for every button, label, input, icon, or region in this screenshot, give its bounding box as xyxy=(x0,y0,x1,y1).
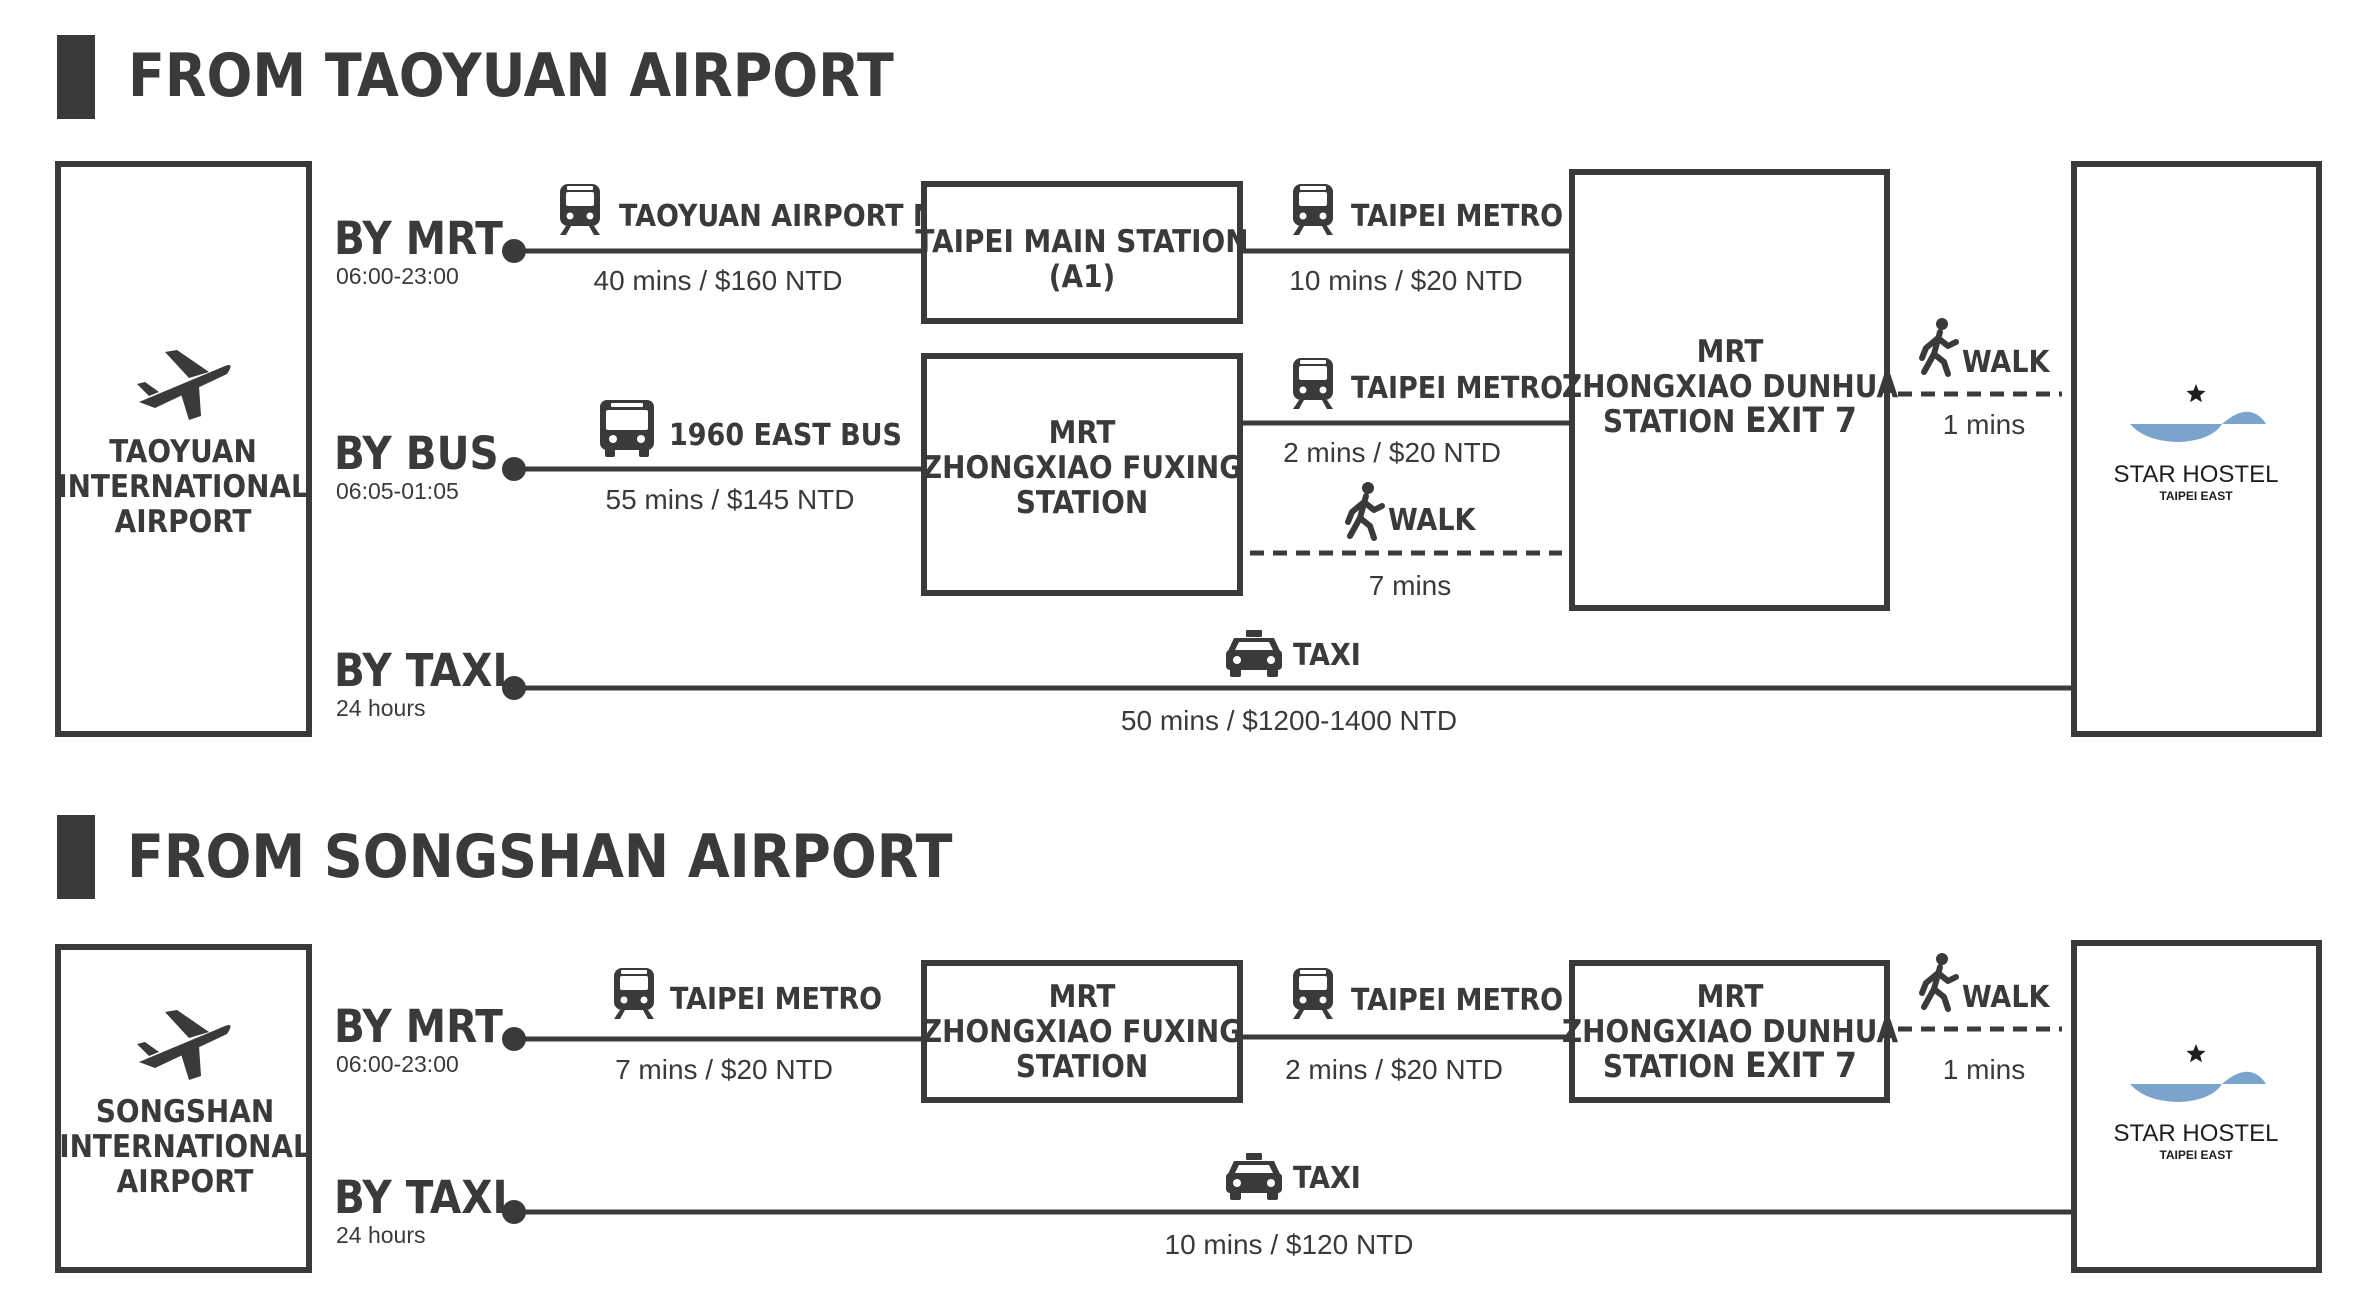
station-name-line: STATION xyxy=(1016,485,1148,521)
segment-detail: 1 mins xyxy=(1943,409,2025,440)
segment-detail: 7 mins / $20 NTD xyxy=(615,1054,833,1085)
route-hours-bus: 06:05-01:05 xyxy=(336,478,459,504)
segment-detail: 55 mins / $145 NTD xyxy=(606,484,855,515)
station-name-line: TAIPEI MAIN STATION xyxy=(915,224,1248,260)
station-name-line: ZHONGXIAO FUXING xyxy=(922,450,1242,486)
segment-label: TAIPEI METRO xyxy=(1351,983,1563,1018)
taoyuan-section: FROM TAOYUAN AIRPORT TAOYUAN INTERNATION… xyxy=(55,35,2322,737)
station-word: STATION xyxy=(1603,404,1745,440)
segment-label: TAXI xyxy=(1293,638,1361,673)
route-mode-mrt: BY MRT xyxy=(334,1000,503,1053)
station-name-line: ZHONGXIAO DUNHUA xyxy=(1562,1014,1899,1050)
station-name-line: STATION EXIT 7 xyxy=(1603,1046,1857,1086)
taxi-icon xyxy=(1226,1153,1282,1200)
route-mode-bus: BY BUS xyxy=(334,427,499,480)
segment-detail: 7 mins xyxy=(1369,570,1451,601)
taxi-icon xyxy=(1226,630,1282,677)
train-icon xyxy=(560,184,600,235)
route-mode-taxi: BY TAXI xyxy=(334,1171,508,1224)
hostel-subtitle: TAIPEI EAST xyxy=(2159,1148,2233,1162)
airport-name-line: TAOYUAN xyxy=(109,434,257,470)
station-box-zhongxiao-dunhua xyxy=(1569,169,1890,611)
bus-icon xyxy=(600,400,654,457)
hostel-name: STAR HOSTEL xyxy=(2114,461,2279,488)
train-icon xyxy=(614,968,654,1019)
station-box-taipei-main xyxy=(921,181,1243,324)
hostel-name: STAR HOSTEL xyxy=(2114,1120,2279,1147)
segment-detail: 10 mins / $120 NTD xyxy=(1165,1229,1414,1260)
airport-name-line: INTERNATIONAL xyxy=(57,469,309,505)
airport-name-line: AIRPORT xyxy=(117,1164,254,1200)
route-mode-taxi: BY TAXI xyxy=(334,644,508,697)
segment-label: TAIPEI METRO xyxy=(670,982,882,1017)
station-name-line: MRT xyxy=(1697,979,1764,1015)
section-heading: FROM SONGSHAN AIRPORT xyxy=(127,822,953,892)
origin-airport-box xyxy=(55,161,312,737)
route-mode-mrt: BY MRT xyxy=(334,212,503,265)
train-icon xyxy=(1293,184,1333,235)
segment-label: WALK xyxy=(1962,345,2051,380)
segment-label: TAIPEI METRO xyxy=(1351,199,1563,234)
station-name-line: MRT xyxy=(1049,979,1116,1015)
route-hours-taxi: 24 hours xyxy=(336,695,426,721)
walking-person-icon xyxy=(1922,953,1956,1009)
station-name-line: MRT xyxy=(1697,334,1764,370)
segment-label: TAIPEI METRO xyxy=(1351,371,1563,406)
segment-detail: 10 mins / $20 NTD xyxy=(1289,265,1522,296)
station-word: STATION xyxy=(1603,1049,1745,1085)
exit-number: EXIT 7 xyxy=(1745,1046,1857,1086)
segment-detail: 40 mins / $160 NTD xyxy=(594,265,843,296)
segment-label: TAOYUAN AIRPORT MRT xyxy=(619,199,978,234)
segment-detail: 50 mins / $1200-1400 NTD xyxy=(1121,705,1457,736)
route-hours-mrt: 06:00-23:00 xyxy=(336,1051,459,1077)
segment-label: WALK xyxy=(1962,980,2051,1015)
origin-airport-box xyxy=(55,944,312,1273)
section-heading: FROM TAOYUAN AIRPORT xyxy=(128,41,894,111)
station-box-zhongxiao-dunhua xyxy=(1569,960,1890,1103)
destination-hostel-box xyxy=(2071,940,2322,1273)
airport-name-line: AIRPORT xyxy=(115,504,252,540)
segment-label: WALK xyxy=(1388,503,1477,538)
station-name-line: ZHONGXIAO DUNHUA xyxy=(1562,369,1899,405)
songshan-section: FROM SONGSHAN AIRPORT SONGSHAN INTERNATI… xyxy=(55,815,2322,1273)
segment-label: 1960 EAST BUS xyxy=(669,418,902,453)
station-box-zhongxiao-fuxing xyxy=(921,960,1243,1103)
station-name-line: ZHONGXIAO FUXING xyxy=(922,1014,1242,1050)
segment-detail: 1 mins xyxy=(1943,1054,2025,1085)
segment-detail: 2 mins / $20 NTD xyxy=(1285,1054,1503,1085)
train-icon xyxy=(1293,358,1333,409)
station-name-line: STATION EXIT 7 xyxy=(1603,401,1857,441)
segment-detail: 2 mins / $20 NTD xyxy=(1283,437,1501,468)
heading-bar xyxy=(57,35,95,119)
station-name-line: (A1) xyxy=(1049,259,1115,295)
route-hours-taxi: 24 hours xyxy=(336,1222,426,1248)
walking-person-icon xyxy=(1348,482,1382,538)
airport-name-line: SONGSHAN xyxy=(96,1094,274,1130)
route-hours-mrt: 06:00-23:00 xyxy=(336,263,459,289)
train-icon xyxy=(1293,968,1333,1019)
destination-hostel-box xyxy=(2071,161,2322,737)
hostel-subtitle: TAIPEI EAST xyxy=(2159,489,2233,503)
station-box-zhongxiao-fuxing xyxy=(921,353,1243,596)
station-name-line: STATION xyxy=(1016,1049,1148,1085)
segment-label: TAXI xyxy=(1293,1161,1361,1196)
walking-person-icon xyxy=(1922,318,1956,374)
heading-bar xyxy=(57,815,95,899)
exit-number: EXIT 7 xyxy=(1745,401,1857,441)
station-name-line: MRT xyxy=(1049,415,1116,451)
airport-name-line: INTERNATIONAL xyxy=(59,1129,311,1165)
